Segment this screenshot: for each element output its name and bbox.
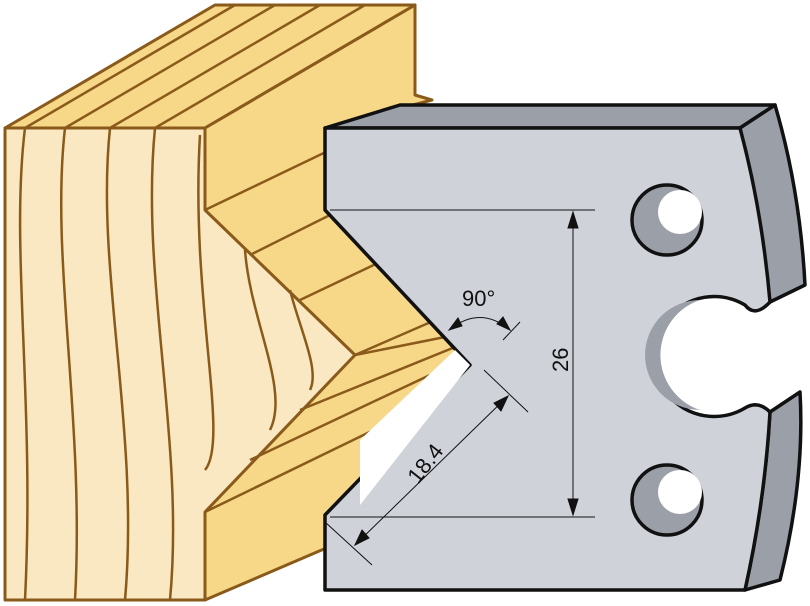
knife-blade: [323, 103, 807, 592]
dimension-lines: [324, 209, 595, 566]
blade-top-edge: [323, 103, 777, 130]
angle-label: 90°: [462, 286, 495, 311]
blade-side-face: [738, 103, 807, 304]
wood-front-face: [3, 126, 357, 602]
wood-workpiece: [3, 3, 472, 602]
wood-grain-lines: [18, 3, 461, 601]
notch-inner-shadow: [645, 300, 700, 410]
height-label: 26: [548, 348, 573, 372]
mounting-hole-top: [630, 183, 704, 257]
mounting-hole-bottom: [630, 463, 704, 537]
v-notch-gap: [360, 350, 470, 505]
